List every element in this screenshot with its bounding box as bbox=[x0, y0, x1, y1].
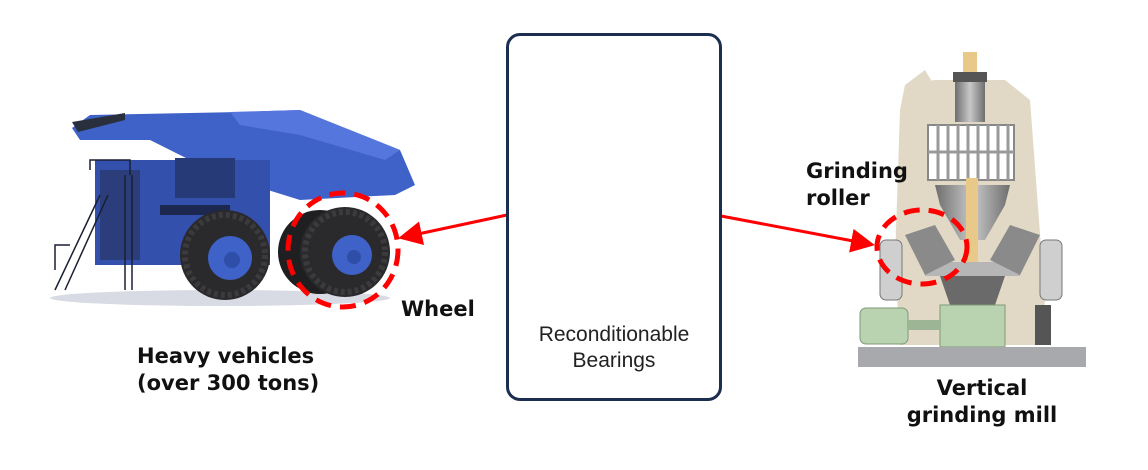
wheel-highlight-circle bbox=[285, 190, 401, 310]
grinding-roller-line2: roller bbox=[806, 186, 870, 210]
wheel-callout: Wheel bbox=[401, 297, 475, 321]
heavy-vehicles-title: Heavy vehicles (over 300 tons) bbox=[137, 343, 319, 397]
vertical-mill-line1: Vertical bbox=[936, 376, 1028, 400]
grinding-roller-line1: Grinding bbox=[806, 159, 908, 183]
vertical-mill-line2: grinding mill bbox=[906, 403, 1058, 427]
bearing-box: Reconditionable Bearings bbox=[506, 33, 722, 401]
grinding-roller-callout: Grinding roller bbox=[806, 158, 908, 212]
dump-truck-illustration bbox=[50, 110, 415, 306]
bearing-label-line1: Reconditionable bbox=[538, 323, 690, 346]
vertical-mill-illustration bbox=[858, 52, 1086, 367]
heavy-vehicles-line2: (over 300 tons) bbox=[137, 371, 320, 395]
bearing-label-line2: Bearings bbox=[572, 349, 656, 372]
arrow-to-roller bbox=[720, 214, 875, 253]
heavy-vehicles-line1: Heavy vehicles bbox=[137, 344, 315, 368]
arrow-to-wheel bbox=[398, 213, 508, 245]
roller-highlight-circle bbox=[874, 207, 970, 287]
vertical-mill-title: Vertical grinding mill bbox=[892, 375, 1072, 429]
bearing-label: Reconditionable Bearings bbox=[509, 322, 719, 374]
